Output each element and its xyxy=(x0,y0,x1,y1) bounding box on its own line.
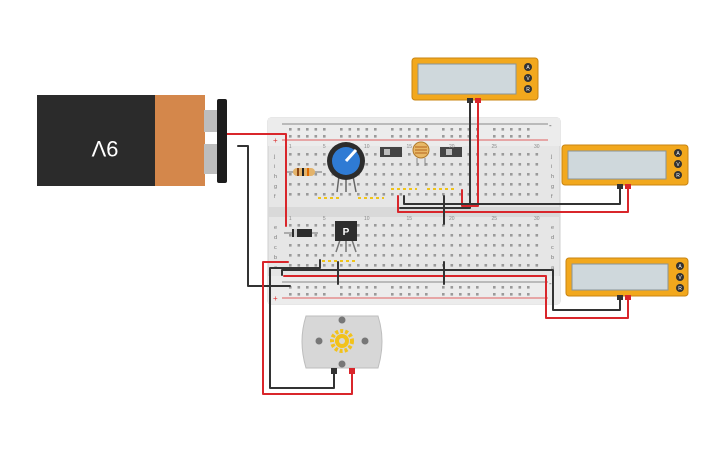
column-number: 25 xyxy=(492,144,498,150)
row-letter: f xyxy=(274,194,276,200)
wire-meter-top-red[interactable] xyxy=(461,101,479,207)
battery-label: 9V xyxy=(91,136,118,161)
row-letter: b xyxy=(274,255,277,261)
switch-left[interactable] xyxy=(380,147,402,157)
row-letter: b xyxy=(551,255,554,261)
mode-buttons[interactable]: A V R xyxy=(524,63,532,93)
mode-v-label: V xyxy=(526,76,530,82)
mode-v-button[interactable] xyxy=(676,273,684,281)
mode-v-label: V xyxy=(676,162,680,168)
mode-r-label: R xyxy=(678,286,682,292)
mode-v-button[interactable] xyxy=(524,74,532,82)
wire-motor-black[interactable] xyxy=(269,259,335,389)
mode-r-button[interactable] xyxy=(674,171,682,179)
column-number: 1 xyxy=(289,216,292,222)
wire-meter-mid-red[interactable] xyxy=(397,187,629,213)
mode-r-button[interactable] xyxy=(676,284,684,292)
mode-a-button[interactable] xyxy=(674,149,682,157)
row-letter: h xyxy=(274,174,277,180)
rail-minus-label: - xyxy=(549,121,552,130)
column-number: 30 xyxy=(534,144,540,150)
mode-r-label: R xyxy=(526,87,530,93)
diode[interactable] xyxy=(284,229,318,237)
mode-a-label: A xyxy=(678,264,682,270)
mode-a-label: A xyxy=(676,151,680,157)
wire-meter-bottom-black[interactable] xyxy=(281,269,621,311)
column-number: 5 xyxy=(323,144,326,150)
row-letter: e xyxy=(274,225,277,231)
column-number: 1 xyxy=(289,144,292,150)
wire-motor-red[interactable] xyxy=(262,261,353,395)
column-number: 10 xyxy=(364,144,370,150)
row-letter: d xyxy=(274,235,277,241)
rail-plus-label-bottom: + xyxy=(273,294,278,303)
row-letter: i xyxy=(551,164,552,170)
row-letter: c xyxy=(551,245,554,251)
column-number: 25 xyxy=(492,216,498,222)
mode-buttons[interactable]: A V R xyxy=(674,149,682,179)
multimeter-right-lower[interactable]: A V R xyxy=(565,257,689,300)
column-number: 15 xyxy=(407,144,413,150)
dc-motor[interactable] xyxy=(301,315,383,374)
column-number: 10 xyxy=(364,216,370,222)
rail-minus-label-bottom: - xyxy=(549,279,552,288)
wires[interactable] xyxy=(225,101,629,395)
column-number: 15 xyxy=(407,216,413,222)
column-number: 20 xyxy=(449,144,455,150)
breadboard-holes[interactable] xyxy=(289,128,539,296)
mode-r-button[interactable] xyxy=(524,85,532,93)
row-letter: a xyxy=(551,265,555,271)
potentiometer[interactable] xyxy=(327,142,365,193)
battery-9v[interactable]: 9V xyxy=(37,95,227,186)
row-letter: c xyxy=(274,245,277,251)
row-letter: j xyxy=(550,154,552,160)
rail-plus-label: + xyxy=(273,136,278,145)
resistor[interactable] xyxy=(286,168,322,176)
mode-buttons[interactable]: A V R xyxy=(676,262,684,292)
multimeter-right-upper[interactable]: A V R xyxy=(561,144,689,189)
switch-right[interactable] xyxy=(440,147,462,157)
mode-r-label: R xyxy=(676,173,680,179)
row-letter: f xyxy=(551,194,553,200)
row-letter: g xyxy=(274,184,277,190)
row-letter: j xyxy=(273,154,275,160)
multimeter-top[interactable]: A V R xyxy=(411,57,539,103)
row-letter: g xyxy=(551,184,554,190)
column-number: 30 xyxy=(534,216,540,222)
wire-battery-positive[interactable] xyxy=(225,133,287,227)
photoresistor[interactable] xyxy=(412,141,430,166)
mode-v-label: V xyxy=(678,275,682,281)
motor-gear-icon xyxy=(330,329,354,353)
wire-meter-mid-black[interactable] xyxy=(403,187,621,205)
mode-a-button[interactable] xyxy=(676,262,684,270)
row-letter: h xyxy=(551,174,554,180)
mode-a-label: A xyxy=(526,65,530,71)
row-letter: e xyxy=(551,225,554,231)
jumper-pads xyxy=(318,188,455,262)
column-number: 20 xyxy=(449,216,455,222)
wire-meter-bottom-red[interactable] xyxy=(283,275,629,319)
wire-meter-top-black[interactable] xyxy=(399,101,471,209)
row-letter: i xyxy=(274,164,275,170)
mode-v-button[interactable] xyxy=(674,160,682,168)
transistor-label: P xyxy=(343,227,350,238)
mode-a-button[interactable] xyxy=(524,63,532,71)
row-letter: d xyxy=(551,235,554,241)
column-number: 5 xyxy=(323,216,326,222)
transistor[interactable]: P xyxy=(335,221,357,253)
